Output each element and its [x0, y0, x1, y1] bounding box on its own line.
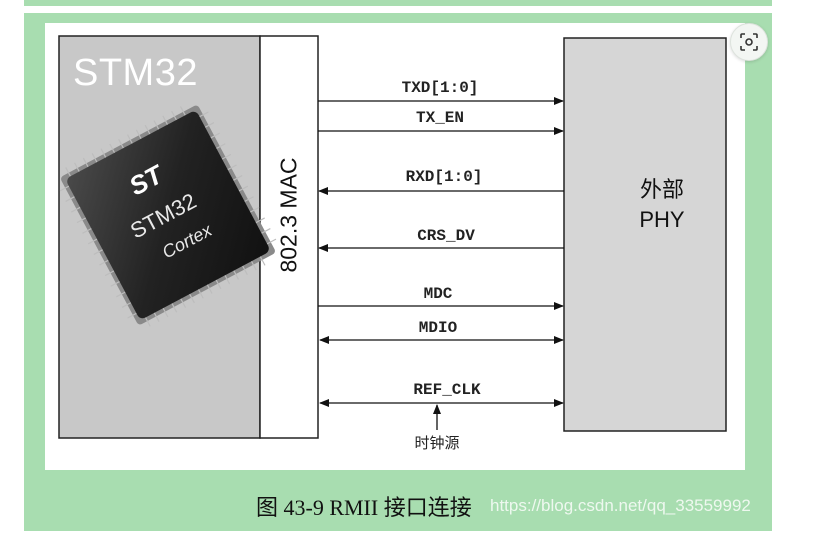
figure-caption: 图 43-9 RMII 接口连接: [256, 495, 472, 520]
image-search-icon: [740, 33, 758, 51]
signal-label-mdc: MDC: [423, 285, 453, 303]
phy-panel: [563, 37, 727, 432]
signal-label-crs-dv: CRS_DV: [417, 227, 475, 245]
signal-label-mdio: MDIO: [418, 319, 458, 337]
mcu-title: STM32: [73, 52, 198, 94]
signal-label-rxd: RXD[1:0]: [405, 168, 483, 186]
top-green-strip: [24, 0, 772, 6]
image-search-button[interactable]: [730, 23, 768, 61]
phy-label-line2: PHY: [639, 207, 685, 232]
clock-source-label: 时钟源: [414, 434, 460, 452]
watermark: https://blog.csdn.net/qq_33559992: [490, 496, 751, 515]
stm32-chip-illustration: ST STM32 Cortex: [59, 105, 277, 327]
signal-label-ref-clk: REF_CLK: [413, 381, 481, 399]
phy-label-line1: 外部: [639, 177, 684, 202]
signal-label-tx-en: TX_EN: [415, 109, 465, 127]
signal-label-txd: TXD[1:0]: [401, 79, 479, 97]
mac-label: 802.3 MAC: [275, 157, 302, 273]
phy-label: 外部 PHY: [602, 175, 722, 235]
